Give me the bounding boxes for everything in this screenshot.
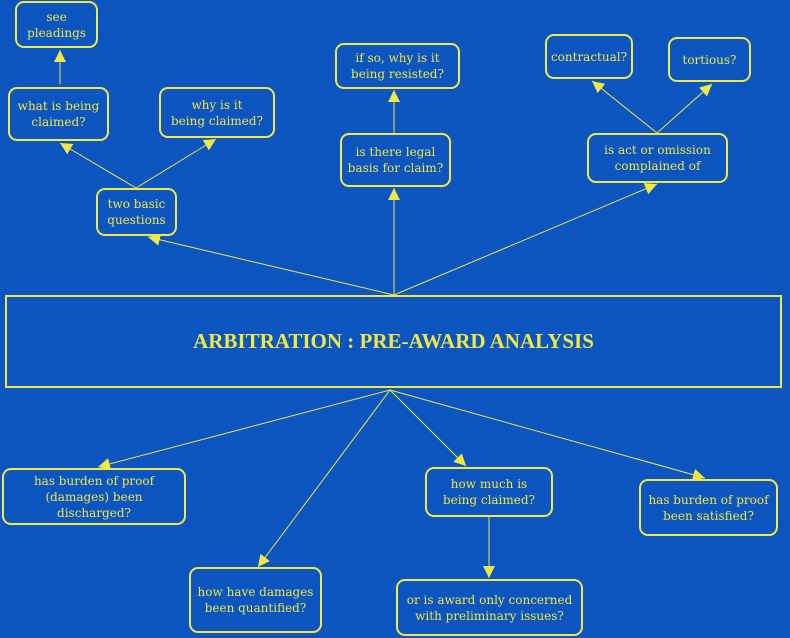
edge-act-omission-to-tortious bbox=[656, 83, 713, 134]
central-title-box: ARBITRATION : PRE-AWARD ANALYSIS bbox=[5, 295, 782, 388]
node-why-resisted: if so, why is it being resisted? bbox=[335, 43, 460, 89]
node-see-pleadings: see pleadings bbox=[15, 1, 98, 48]
node-tortious: tortious? bbox=[668, 37, 751, 82]
node-two-questions: two basic questions bbox=[96, 188, 177, 236]
edge-act-omission-to-contractual bbox=[591, 80, 658, 134]
edge-two-questions-to-why-claimed bbox=[135, 138, 217, 189]
node-burden-damages: has burden of proof (damages) been disch… bbox=[2, 468, 186, 525]
node-quantified: how have damages been quantified? bbox=[189, 567, 322, 633]
node-act-omission: is act or omission complained of bbox=[587, 133, 728, 183]
node-preliminary: or is award only concerned with prelimin… bbox=[396, 579, 583, 636]
edge-center-to-quantified bbox=[257, 389, 391, 568]
edge-center-to-how-much bbox=[389, 389, 467, 467]
edge-center-to-burden-satisfied bbox=[389, 389, 706, 481]
diagram-title: ARBITRATION : PRE-AWARD ANALYSIS bbox=[193, 329, 594, 353]
edge-center-to-burden-damages bbox=[97, 389, 391, 470]
node-what-claimed: what is being claimed? bbox=[8, 87, 109, 141]
edge-two-questions-to-what-claimed bbox=[59, 142, 137, 189]
node-how-much: how much is being claimed? bbox=[425, 467, 553, 517]
node-burden-satisfied: has burden of proof been satisfied? bbox=[639, 479, 778, 536]
node-legal-basis: is there legal basis for claim? bbox=[340, 133, 451, 187]
node-why-claimed: why is it being claimed? bbox=[159, 87, 275, 138]
node-contractual: contractual? bbox=[545, 34, 633, 79]
edge-center-to-two-questions bbox=[147, 233, 395, 296]
edge-center-to-act-omission bbox=[393, 183, 658, 296]
